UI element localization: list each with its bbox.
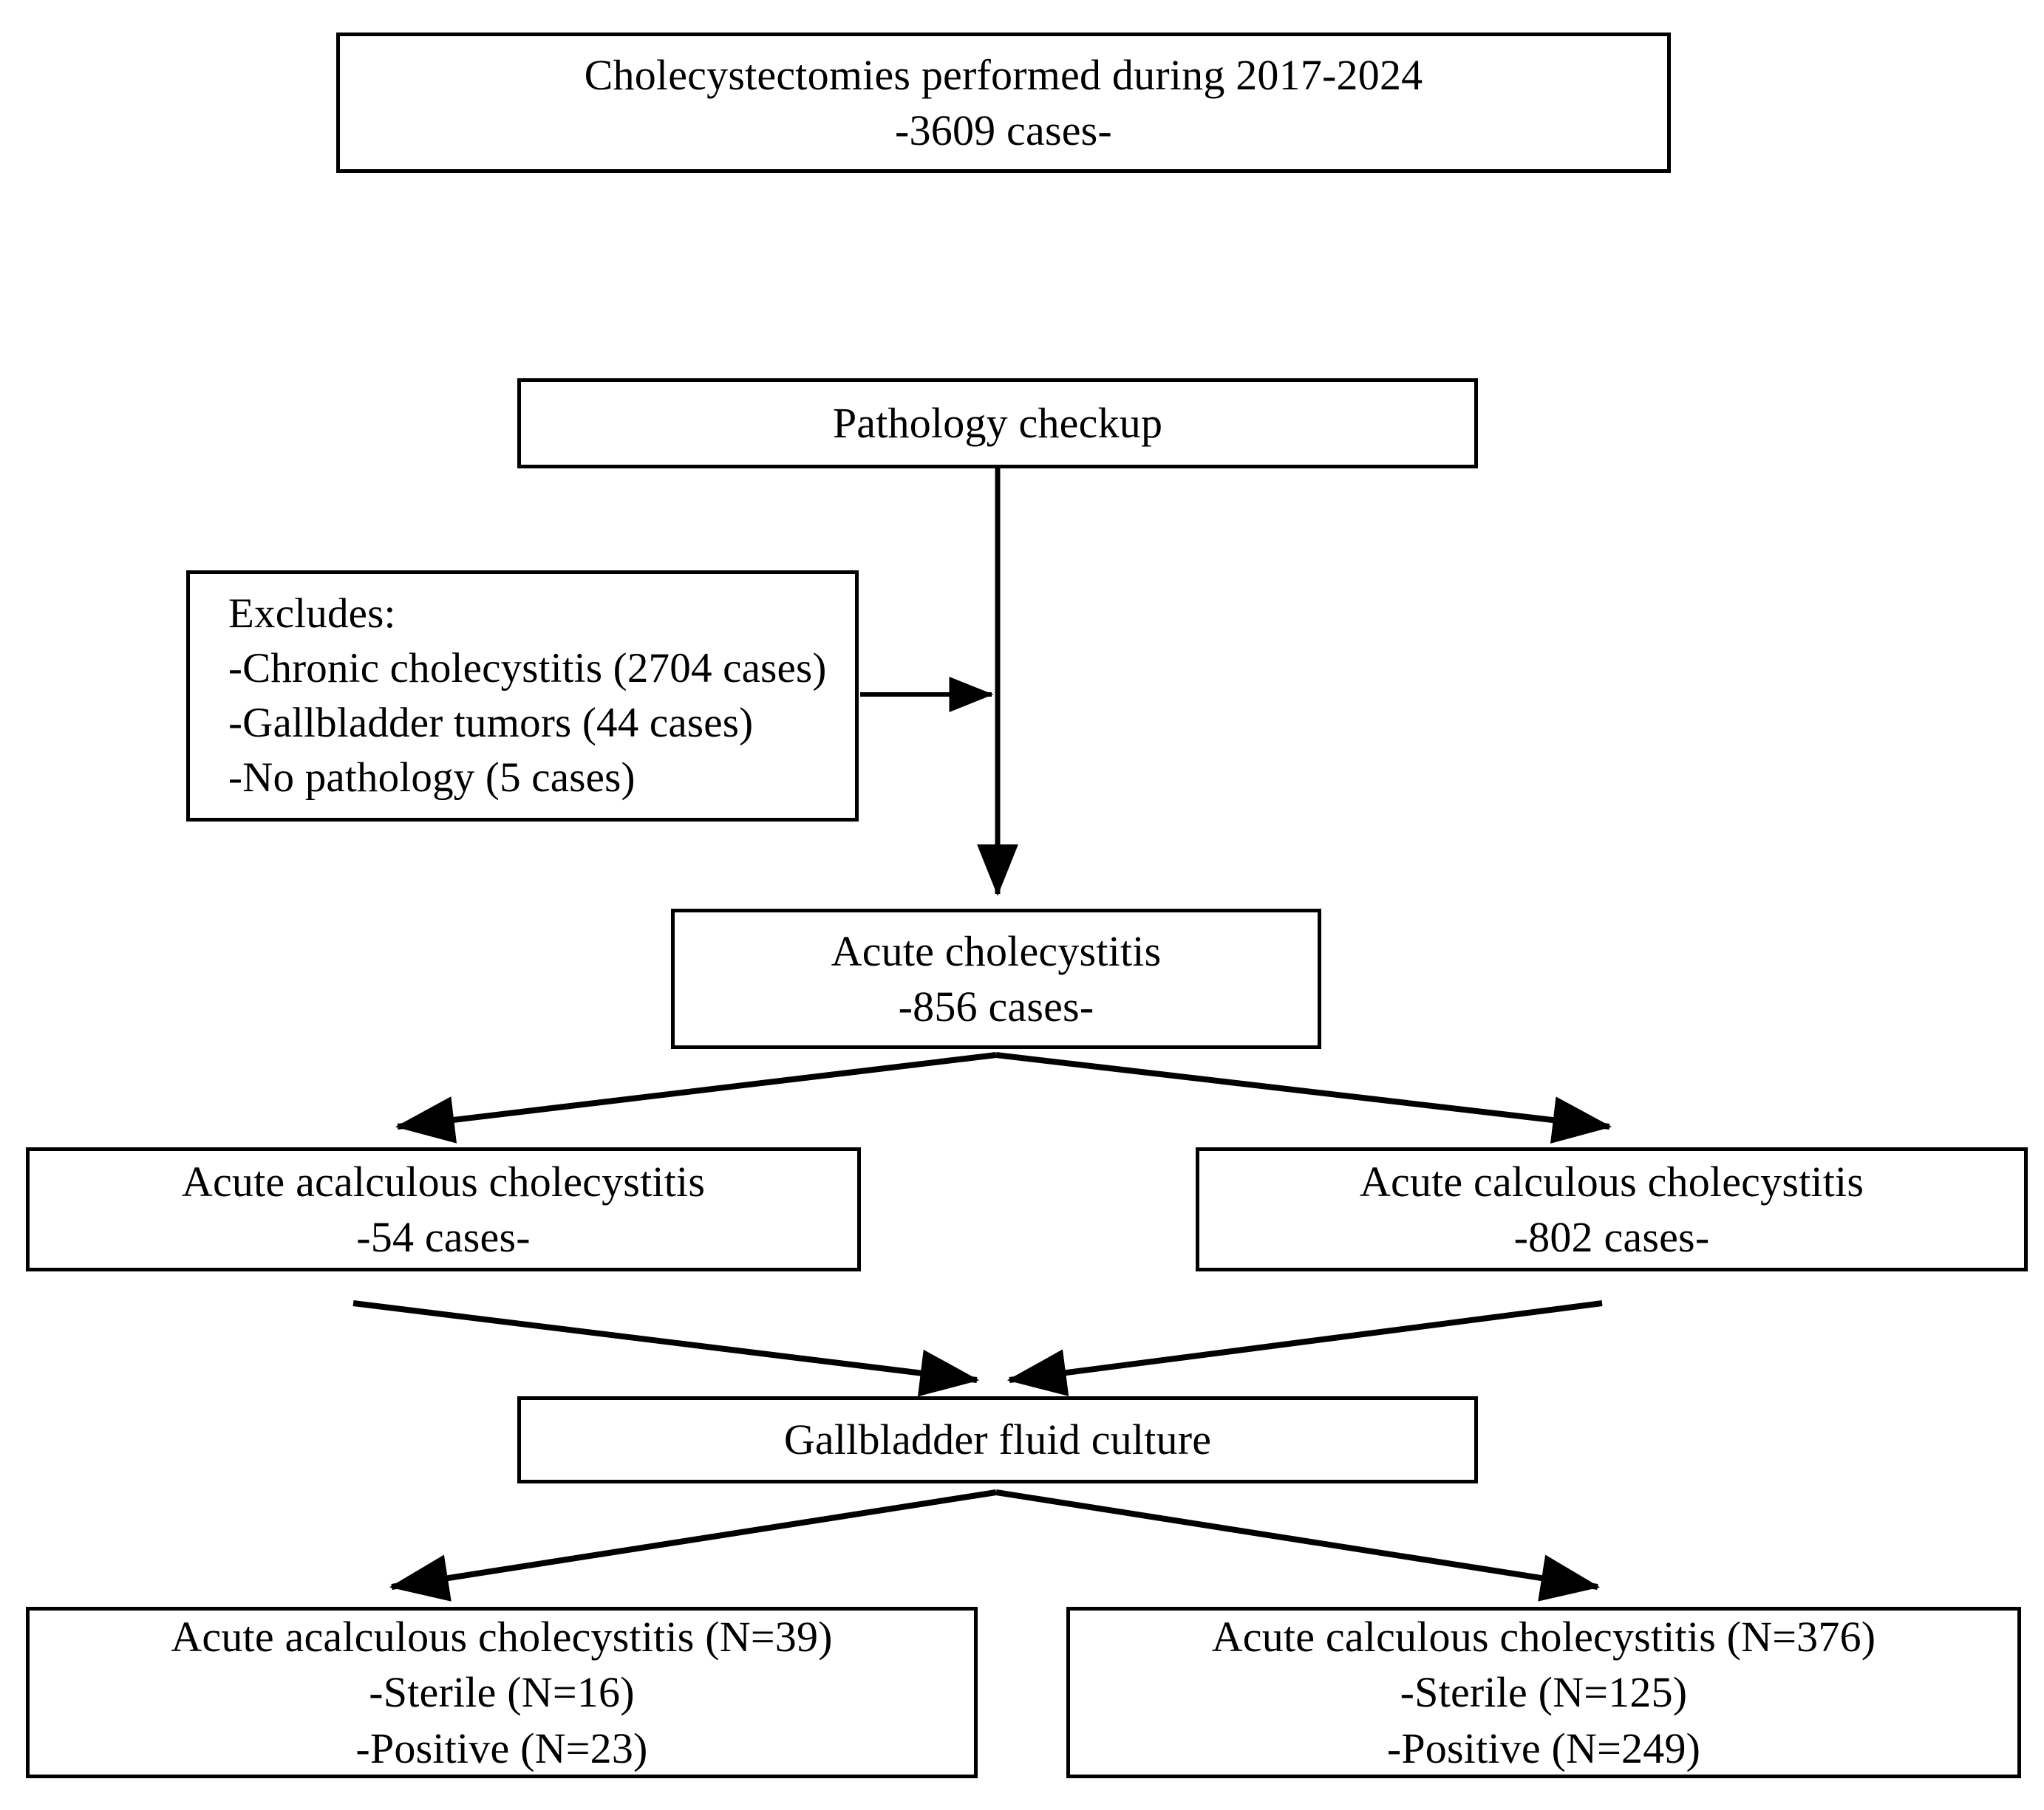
node-total-line1: Cholecystectomies performed during 2017-…: [584, 50, 1423, 99]
node-acalculous-result-sterile: -Sterile (N=16): [369, 1668, 635, 1717]
edge-acalculous-to-culture: [352, 1300, 980, 1397]
node-total-cholecystectomies: Cholecystectomies performed during 2017-…: [336, 33, 1671, 173]
node-calculous-line1: Acute calculous cholecystitis: [1359, 1157, 1864, 1206]
node-pathology-line1: Pathology checkup: [832, 399, 1163, 448]
node-total-line2: -3609 cases-: [895, 106, 1112, 154]
node-calculous-result-sterile: -Sterile (N=125): [1400, 1668, 1688, 1717]
node-calculous-culture-result: Acute calculous cholecystitis (N=376) -S…: [1066, 1607, 2021, 1778]
node-excludes-item-chronic: -Chronic cholecystitis (2704 cases): [228, 644, 827, 691]
node-excludes-heading: Excludes:: [228, 590, 396, 637]
edge-culture-to-acalculous-result: [389, 1489, 997, 1602]
node-excludes-item-nopathology: -No pathology (5 cases): [228, 754, 636, 802]
node-acalculous-result-line1: Acute acalculous cholecystitis (N=39): [171, 1612, 833, 1661]
node-excludes-item-tumors: -Gallbladder tumors (44 cases): [228, 700, 754, 746]
edge-acute-to-acalculous: [395, 1052, 997, 1144]
node-acute-calculous-cholecystitis: Acute calculous cholecystitis -802 cases…: [1196, 1147, 2028, 1271]
node-acalculous-result-positive: -Positive (N=23): [355, 1724, 648, 1772]
node-calculous-line2: -802 cases-: [1513, 1213, 1710, 1261]
node-acalculous-culture-result: Acute acalculous cholecystitis (N=39) -S…: [26, 1607, 978, 1778]
node-acalculous-line1: Acute acalculous cholecystitis: [181, 1157, 706, 1206]
edge-culture-to-calculous-result: [995, 1489, 1601, 1602]
node-exclusions: Excludes: -Chronic cholecystitis (2704 c…: [186, 570, 859, 822]
node-calculous-result-line1: Acute calculous cholecystitis (N=376): [1211, 1612, 1876, 1661]
node-gallbladder-fluid-culture: Gallbladder fluid culture: [517, 1396, 1478, 1483]
node-pathology-checkup: Pathology checkup: [517, 378, 1478, 468]
node-calculous-result-positive: -Positive (N=249): [1386, 1724, 1701, 1772]
node-acute-line2: -856 cases-: [898, 983, 1094, 1031]
node-acalculous-line2: -54 cases-: [356, 1213, 531, 1261]
node-culture-line1: Gallbladder fluid culture: [783, 1415, 1212, 1464]
node-acute-acalculous-cholecystitis: Acute acalculous cholecystitis -54 cases…: [26, 1147, 861, 1271]
node-acute-cholecystitis: Acute cholecystitis -856 cases-: [671, 909, 1321, 1049]
edge-acute-to-calculous: [995, 1052, 1612, 1144]
node-acute-line1: Acute cholecystitis: [831, 926, 1162, 975]
edge-calculous-to-culture: [1006, 1300, 1603, 1396]
